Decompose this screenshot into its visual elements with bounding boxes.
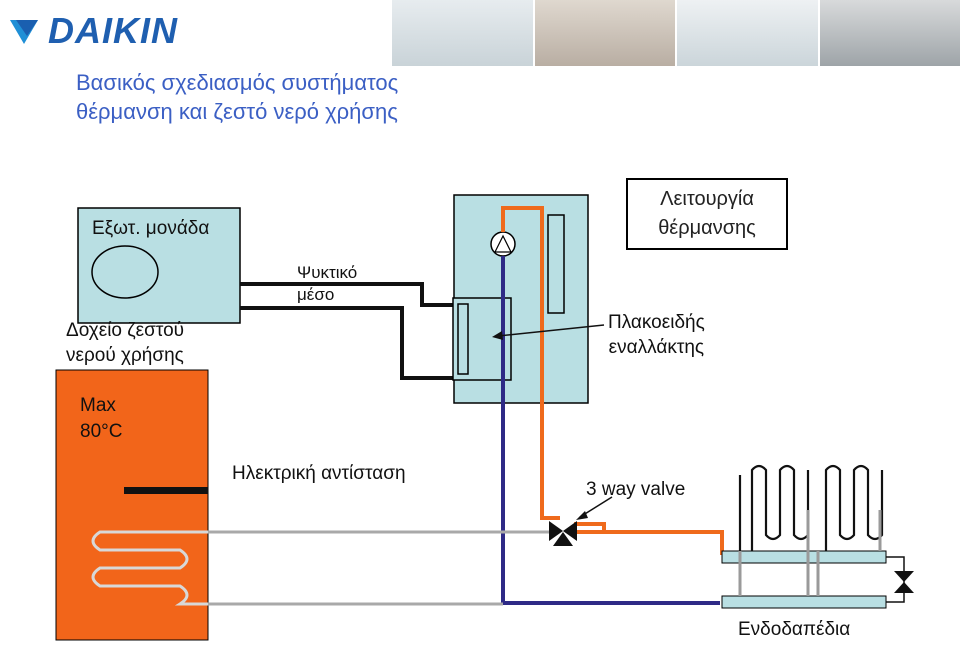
plate-hx-label: Πλακοειδής εναλλάκτης xyxy=(608,310,705,360)
banner-photo xyxy=(677,0,820,66)
dhw-tank xyxy=(55,369,209,641)
banner-photo xyxy=(534,0,677,66)
daikin-logo: DAIKIN xyxy=(8,10,178,52)
refrigerant-label-line: μέσο xyxy=(297,285,335,304)
plate-hx-label-line: εναλλάκτης xyxy=(608,337,705,358)
banner-photo xyxy=(392,0,535,66)
max-temp-line: Max xyxy=(80,395,116,416)
refrigerant-line xyxy=(240,306,465,380)
three-way-valve-label: 3 way valve xyxy=(586,479,686,500)
underfloor-loop xyxy=(738,464,810,596)
pump-icon xyxy=(490,231,516,257)
underfloor-label: Ενδοδαπέδια xyxy=(738,619,851,640)
brand-name: DAIKIN xyxy=(48,10,178,51)
refrigerant-label: Ψυκτικό μέσο xyxy=(297,262,357,306)
underfloor-loop xyxy=(824,464,884,551)
electric-heater-label: Ηλεκτρική αντίσταση xyxy=(232,463,406,484)
plate-heat-exchanger-inner xyxy=(457,303,469,375)
refrigerant-line xyxy=(240,282,465,307)
dhw-tank-label: Δοχείο ζεστού νερού χρήσης xyxy=(66,318,184,368)
page-title: Βασικός σχεδιασμός συστήματος θέρμανση κ… xyxy=(76,68,398,126)
hot-water-pipe xyxy=(540,395,560,520)
heating-mode-line: θέρμανσης xyxy=(658,217,756,239)
dhw-tank-label-line: Δοχείο ζεστού xyxy=(66,320,185,341)
bypass-pipe xyxy=(886,556,905,603)
refrigerant-label-line: Ψυκτικό xyxy=(297,263,358,282)
daikin-logo-icon xyxy=(10,20,38,44)
three-way-valve-icon xyxy=(549,521,577,546)
title-line: θέρμανση και ζεστό νερό χρήσης xyxy=(76,99,398,124)
electric-heater xyxy=(124,487,208,494)
manifold-connections xyxy=(738,510,882,596)
supply-manifold xyxy=(721,550,887,564)
bypass-valve-icon xyxy=(894,571,914,593)
banner-photo xyxy=(819,0,960,66)
max-temp-label: Max 80°C xyxy=(80,393,122,445)
max-temp-line: 80°C xyxy=(80,421,123,442)
hx-pointer-arrow xyxy=(492,324,605,340)
tank-coil xyxy=(91,530,208,606)
outdoor-unit-label: Εξωτ. μονάδα xyxy=(92,218,210,239)
heating-mode-line: Λειτουργία xyxy=(660,188,754,210)
outdoor-unit-fan xyxy=(91,245,159,299)
valve-pointer-arrow xyxy=(576,496,613,520)
plate-hx-label-line: Πλακοειδής xyxy=(608,312,705,333)
hot-water-pipe xyxy=(501,206,544,395)
return-manifold xyxy=(721,595,887,609)
photo-banner xyxy=(392,0,960,66)
backup-heater xyxy=(547,214,565,314)
hot-water-pipe xyxy=(567,530,724,555)
dhw-tank-label-line: νερού χρήσης xyxy=(66,345,184,366)
hot-water-pipe xyxy=(574,522,606,532)
title-line: Βασικός σχεδιασμός συστήματος xyxy=(76,70,399,95)
heating-mode-label: Λειτουργία θέρμανσης xyxy=(626,178,788,250)
